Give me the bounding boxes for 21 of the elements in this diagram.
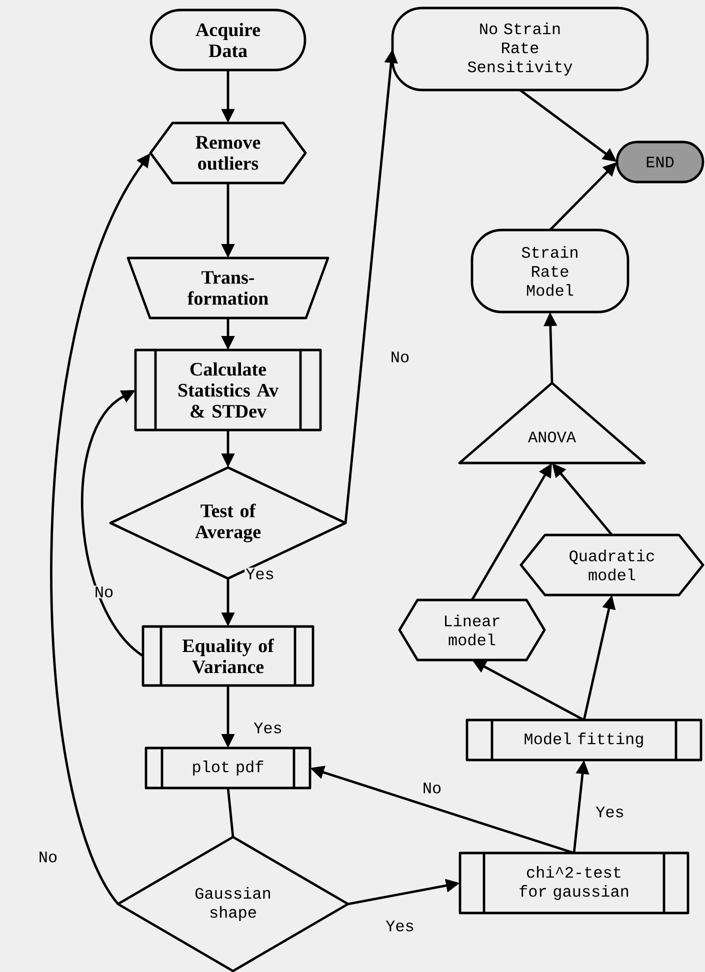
edge-label: Yes [252,722,284,734]
edge-label: Yes [594,806,626,818]
terminal-box: END [616,140,704,184]
edge-label: Yes [244,568,276,580]
merge-triangle: ANOVA [458,382,646,464]
predefined-process-box: chi^2-test for gaussian [458,852,690,914]
edge-label: No [389,350,411,364]
predefined-process-box: Calculate Statistics Av & STDev [134,348,322,432]
manual-operation-trapezoid: Trans- formation [126,256,330,320]
arrow [81,390,144,657]
predefined-process-box: Equality of Variance [142,625,314,687]
edge-label: No [93,586,115,598]
predefined-process-box: plot pdf [144,746,312,790]
edge-label: Yes [384,920,416,932]
terminal-box: No Strain Rate Sensitivity [391,6,649,92]
terminal-box: Acquire Data [150,8,306,72]
edge-label: No [421,782,443,794]
predefined-process-box: Model fitting [466,718,702,762]
connector-line [226,788,234,838]
edge-label: No [37,850,59,864]
terminal-box: Strain Rate Model [470,228,630,314]
